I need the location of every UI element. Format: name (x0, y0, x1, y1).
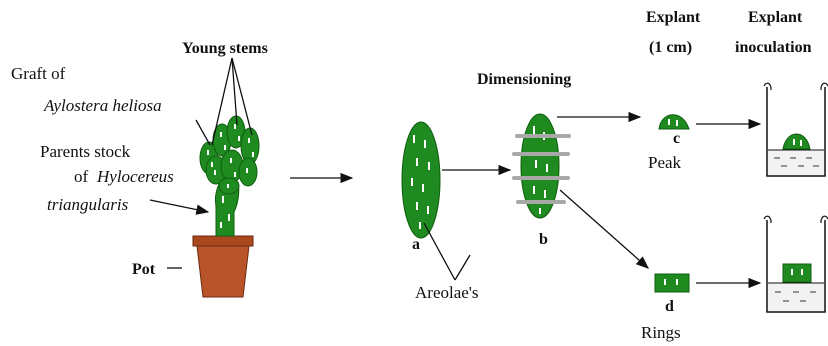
stem-segment-b (512, 114, 571, 218)
stem-segment-a (402, 122, 440, 238)
peak-label: Peak (648, 153, 682, 172)
label-d: d (665, 298, 674, 315)
peak-explant (659, 115, 689, 129)
parents-stock-label: Parents stock (40, 142, 131, 161)
explant-inoculation-title: Explant (748, 9, 803, 26)
of-label: of (74, 167, 89, 186)
areolaes-label: Areolae's (415, 283, 478, 302)
pot-icon (193, 236, 253, 297)
young-stems-label: Young stems (182, 40, 268, 57)
label-c: c (673, 130, 680, 147)
dimensioning-label: Dimensioning (477, 71, 571, 88)
culture-jar-ring (764, 216, 828, 312)
areolae-pointers (424, 223, 470, 280)
label-b: b (539, 231, 548, 248)
grafted-plant (193, 116, 259, 297)
culture-jar-peak (764, 83, 828, 176)
arrow-down-right-icon (560, 190, 648, 268)
explant-inoculation-label: inoculation (735, 39, 812, 56)
ring-explant (655, 274, 689, 292)
label-a: a (412, 236, 420, 253)
explant-header-label: Explant (646, 9, 701, 26)
stock-species-label-1: Hylocereus (96, 167, 174, 186)
stock-species-label-2: triangularis (47, 195, 129, 214)
graft-species-label: Aylostera heliosa (43, 96, 162, 115)
rings-label: Rings (641, 323, 681, 342)
graft-of-label: Graft of (11, 64, 66, 83)
pot-label: Pot (132, 261, 156, 278)
arrow-to-stock-icon (150, 200, 208, 212)
explant-size-label: (1 cm) (649, 39, 692, 56)
